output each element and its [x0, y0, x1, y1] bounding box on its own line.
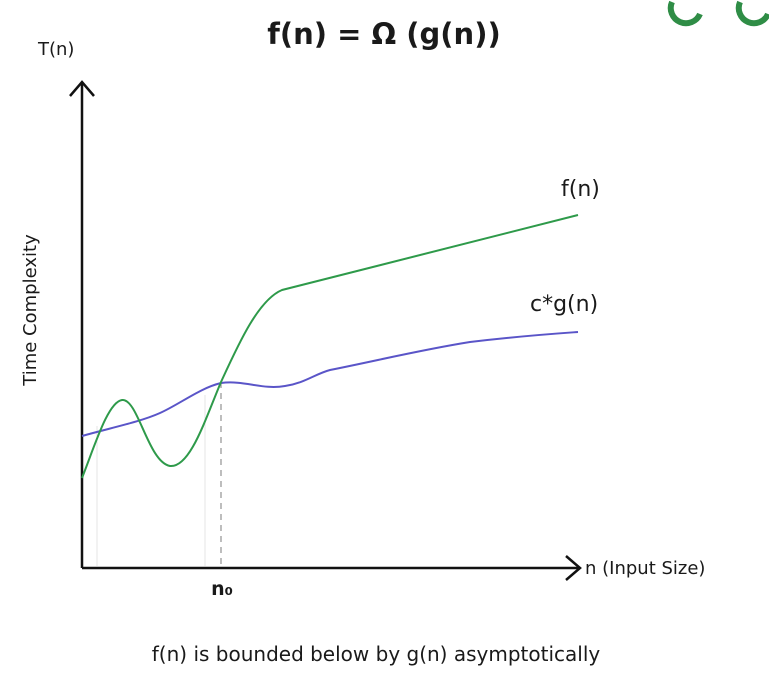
y-axis: [69, 80, 95, 568]
x-axis-label: n (Input Size): [585, 558, 705, 579]
y-axis-side-label: Time Complexity: [20, 234, 41, 387]
f-curve: [81, 214, 579, 479]
f-curve-label: f(n): [561, 177, 600, 202]
y-axis-arrow-icon: [69, 80, 95, 97]
n0-tick-label: n₀: [211, 578, 233, 600]
logo-icon: [667, 0, 769, 27]
y-axis-top-label: T(n): [37, 39, 74, 60]
cg-curve: [81, 331, 579, 437]
diagram-title: f(n) = Ω (g(n)): [267, 17, 500, 51]
diagram-caption: f(n) is bounded below by g(n) asymptotic…: [152, 642, 601, 666]
x-axis-arrow-icon: [565, 555, 582, 581]
cg-curve-label: c*g(n): [530, 292, 598, 317]
x-axis: [82, 555, 582, 581]
